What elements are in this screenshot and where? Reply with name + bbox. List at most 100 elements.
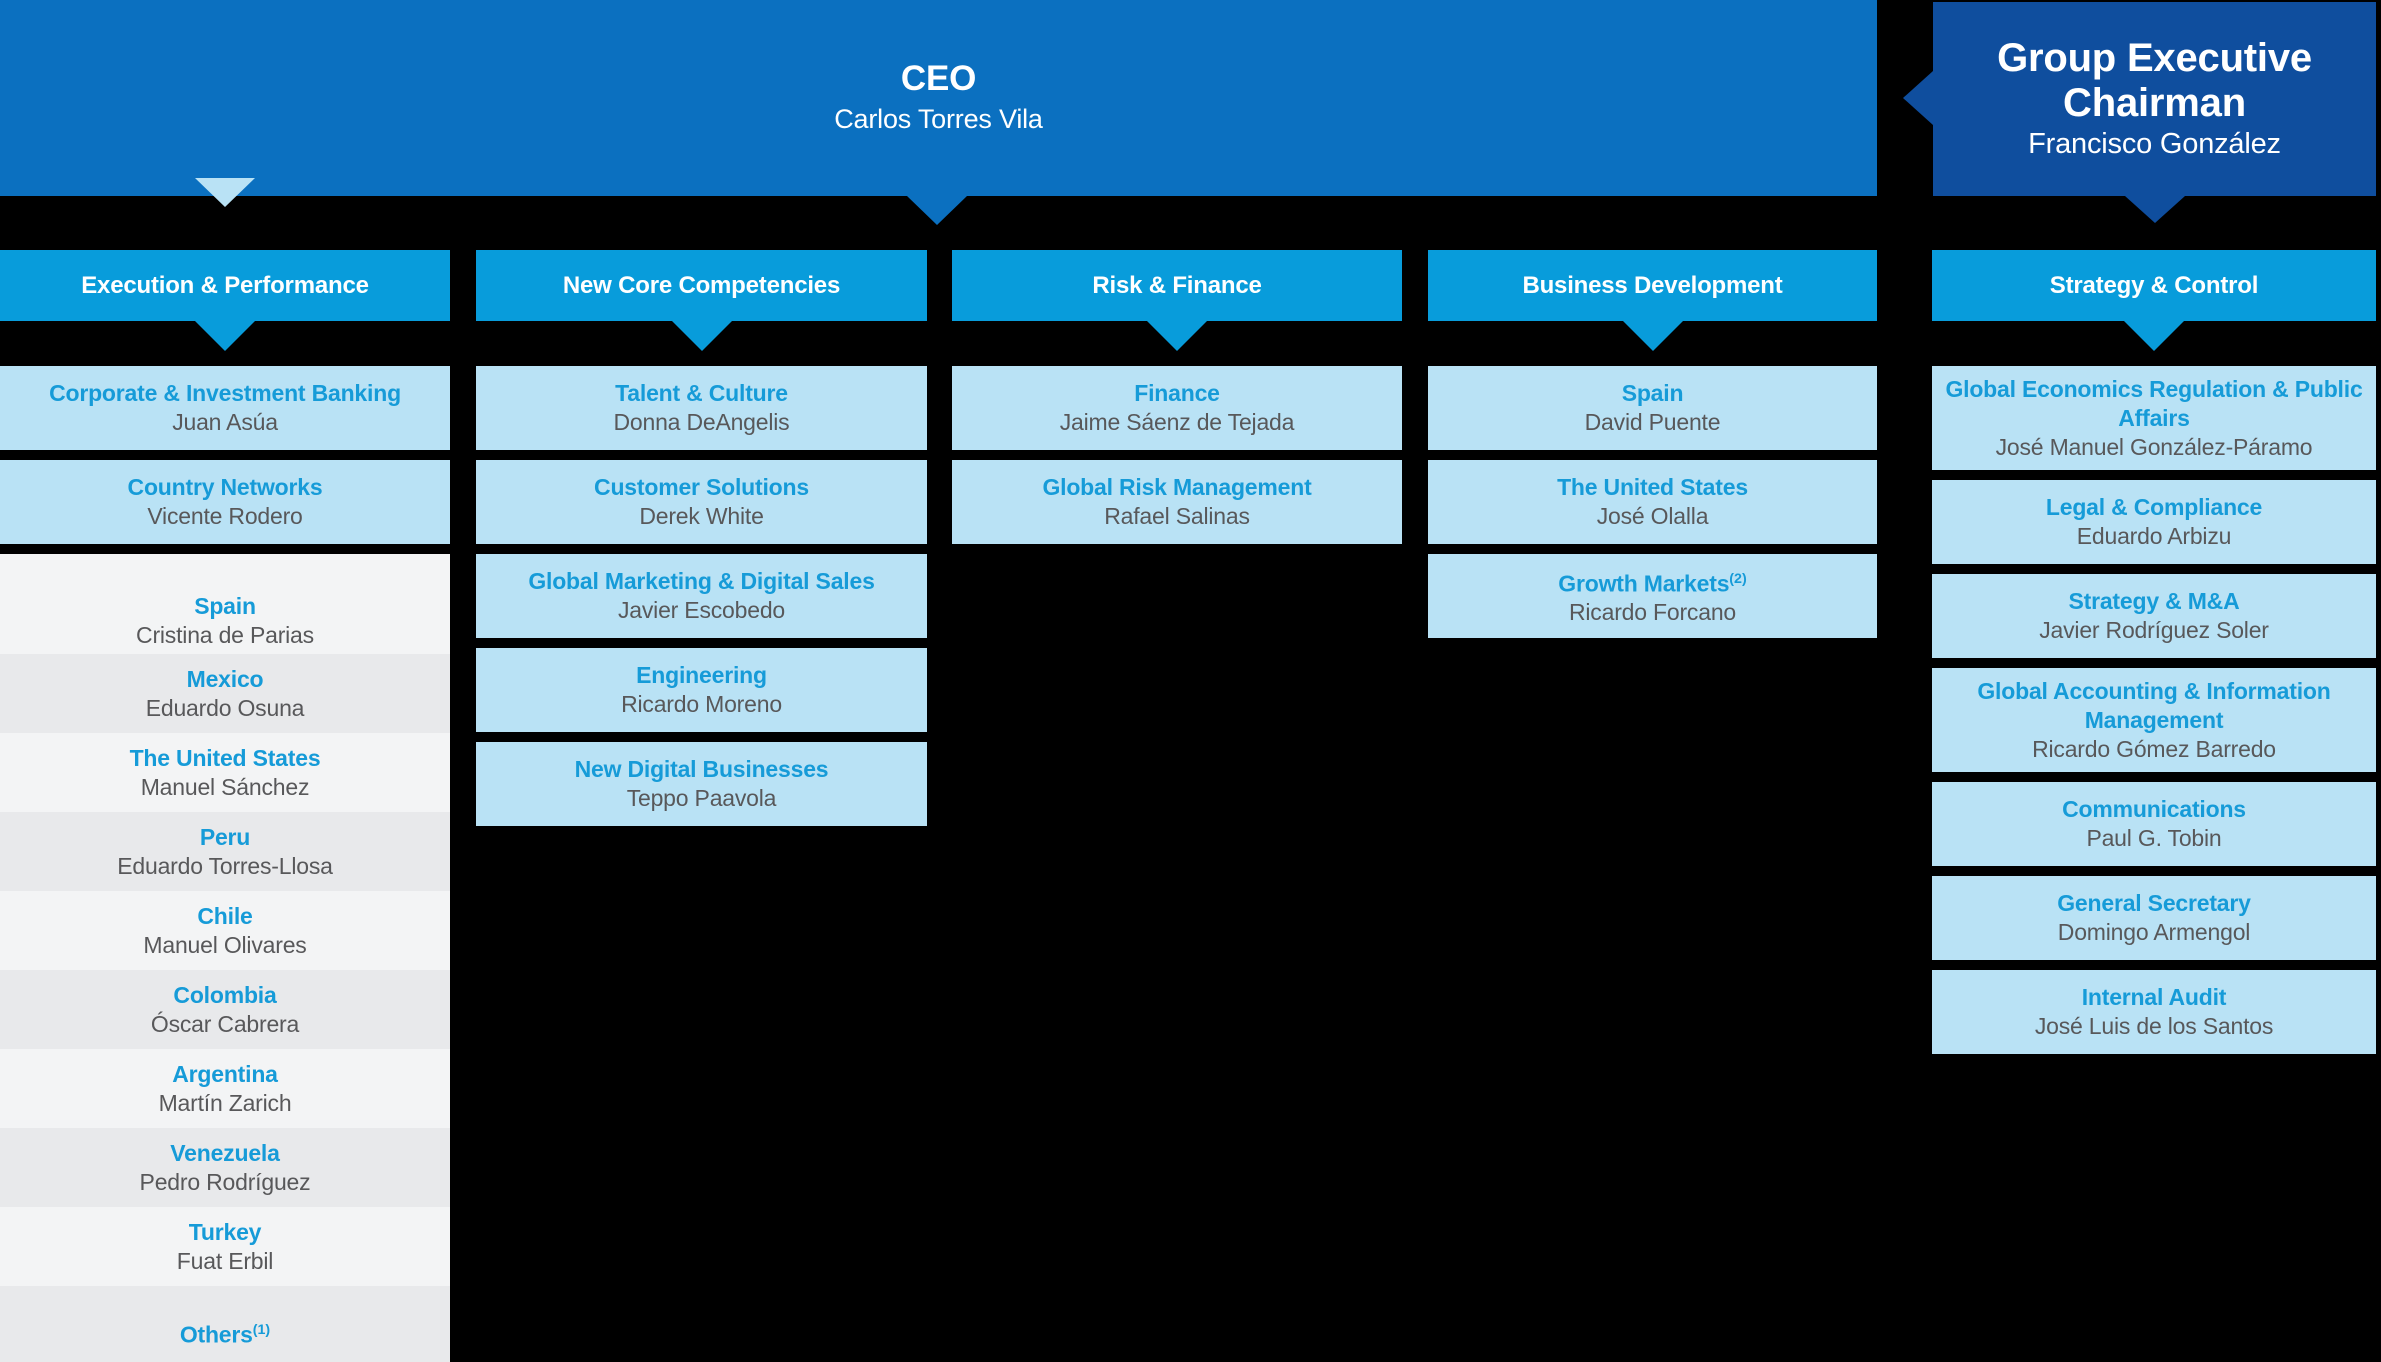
country-name: The United States	[129, 744, 321, 771]
column-header: New Core Competencies	[476, 250, 927, 321]
column-business-development: Business Development Spain David Puente …	[1428, 0, 1877, 1362]
person-name: Jaime Sáenz de Tejada	[1059, 409, 1295, 435]
person-name: Cristina de Parias	[136, 622, 314, 648]
role-title: New Digital Businesses	[574, 756, 829, 782]
country-name: Others(1)	[179, 1321, 271, 1348]
org-box: Finance Jaime Sáenz de Tejada	[952, 366, 1402, 450]
country-row: Mexico Eduardo Osuna	[0, 654, 450, 733]
org-box: Communications Paul G. Tobin	[1932, 782, 2376, 866]
country-name: Colombia	[173, 981, 277, 1008]
role-title: Global Accounting & Information Manageme…	[1977, 677, 2331, 733]
person-name: Ricardo Gómez Barredo	[2032, 735, 2276, 762]
column-new-core-competencies: New Core Competencies Talent & Culture D…	[476, 0, 927, 1362]
column-header: Risk & Finance	[952, 250, 1402, 321]
country-list: Spain Cristina de Parias Mexico Eduardo …	[0, 554, 450, 1362]
org-box: Country Networks Vicente Rodero	[0, 460, 450, 544]
person-name: Teppo Paavola	[626, 785, 777, 811]
chairman-left-arrow	[1903, 71, 1933, 125]
role-title: Talent & Culture	[615, 380, 788, 406]
ceo-title: CEO	[900, 59, 977, 98]
person-name: Eduardo Osuna	[145, 694, 305, 721]
role-title: Communications	[2062, 796, 2246, 822]
person-name: Javier Rodríguez Soler	[2039, 617, 2269, 643]
person-name: Vicente Rodero	[147, 503, 303, 529]
role-title: Global Risk Management	[1042, 474, 1312, 500]
ceo-name: Carlos Torres Vila	[834, 104, 1043, 134]
person-name: Pedro Rodríguez	[139, 1168, 311, 1195]
role-title: The United States	[1557, 474, 1748, 500]
org-box: Global Accounting & Information Manageme…	[1932, 668, 2376, 772]
org-box: Customer Solutions Derek White	[476, 460, 927, 544]
country-row: The United States Manuel Sánchez	[0, 733, 450, 812]
person-name: José Luis de los Santos	[2034, 1013, 2274, 1039]
column-header: Business Development	[1428, 250, 1877, 321]
header-down-arrow	[195, 321, 255, 351]
role-title: Customer Solutions	[594, 474, 809, 500]
country-name: Turkey	[188, 1218, 262, 1245]
ceo-box: CEO Carlos Torres Vila	[0, 0, 1877, 196]
role-title: Legal & Compliance	[2045, 494, 2263, 520]
org-box: Engineering Ricardo Moreno	[476, 648, 927, 732]
country-row: Others(1)	[0, 1286, 450, 1362]
country-row: Spain Cristina de Parias	[0, 554, 450, 654]
country-row: Peru Eduardo Torres-Llosa	[0, 812, 450, 891]
role-title: Spain	[1621, 380, 1684, 406]
country-name: Mexico	[186, 665, 264, 692]
person-name: Javier Escobedo	[617, 597, 786, 623]
chairman-name: Francisco González	[2028, 127, 2281, 160]
person-name: Juan Asúa	[172, 409, 278, 435]
ceo-down-arrow	[907, 196, 967, 225]
role-title: Internal Audit	[2081, 984, 2227, 1010]
role-title: Corporate & Investment Banking	[49, 380, 401, 406]
role-title: Country Networks	[127, 474, 323, 500]
person-name: José Manuel González-Páramo	[1995, 433, 2313, 460]
role-title: Engineering	[636, 662, 767, 688]
org-box: Growth Markets(2) Ricardo Forcano	[1428, 554, 1877, 638]
role-title: General Secretary	[2057, 890, 2251, 916]
person-name: Fuat Erbil	[176, 1247, 274, 1274]
header-down-arrow	[671, 321, 732, 351]
org-box: Talent & Culture Donna DeAngelis	[476, 366, 927, 450]
person-name: Donna DeAngelis	[613, 409, 790, 435]
role-title: Global Economics Regulation & Public Aff…	[1945, 375, 2363, 431]
column-header: Execution & Performance	[0, 250, 450, 321]
org-box: Global Economics Regulation & Public Aff…	[1932, 366, 2376, 470]
country-row: Argentina Martín Zarich	[0, 1049, 450, 1128]
person-name: Paul G. Tobin	[2086, 825, 2222, 851]
column-strategy-control: Strategy & Control Global Economics Regu…	[1932, 0, 2376, 1362]
column-header: Strategy & Control	[1932, 250, 2376, 321]
column-execution-performance: Execution & Performance Corporate & Inve…	[0, 0, 450, 1362]
person-name: Martín Zarich	[158, 1089, 292, 1116]
org-box: Internal Audit José Luis de los Santos	[1932, 970, 2376, 1054]
role-title: Global Marketing & Digital Sales	[528, 568, 875, 594]
person-name: Eduardo Torres-Llosa	[117, 852, 333, 879]
person-name: Óscar Cabrera	[150, 1010, 300, 1037]
country-row: Venezuela Pedro Rodríguez	[0, 1128, 450, 1207]
header-down-arrow	[1147, 321, 1207, 351]
role-title: Growth Markets(2)	[1558, 570, 1747, 597]
country-networks-down-arrow	[195, 178, 255, 207]
country-name: Venezuela	[170, 1139, 280, 1166]
role-title: Finance	[1134, 380, 1220, 406]
person-name: Derek White	[639, 503, 764, 529]
person-name: David Puente	[1584, 409, 1721, 435]
person-name: Ricardo Forcano	[1568, 599, 1737, 626]
chairman-title: Group Executive Chairman	[1997, 35, 2312, 125]
role-title: Strategy & M&A	[2068, 588, 2240, 614]
org-box: Spain David Puente	[1428, 366, 1877, 450]
country-row: Turkey Fuat Erbil	[0, 1207, 450, 1286]
person-name: José Olalla	[1596, 503, 1709, 529]
country-row: Chile Manuel Olivares	[0, 891, 450, 970]
country-row: Colombia Óscar Cabrera	[0, 970, 450, 1049]
org-box: Global Marketing & Digital Sales Javier …	[476, 554, 927, 638]
country-name: Peru	[199, 823, 251, 850]
country-name: Chile	[197, 902, 253, 929]
country-name: Argentina	[172, 1060, 278, 1087]
header-down-arrow	[2124, 321, 2184, 351]
org-box: Strategy & M&A Javier Rodríguez Soler	[1932, 574, 2376, 658]
person-name: Domingo Armengol	[2057, 919, 2251, 945]
person-name: Ricardo Moreno	[621, 691, 782, 717]
country-name: Spain	[194, 593, 256, 619]
org-box: Corporate & Investment Banking Juan Asúa	[0, 366, 450, 450]
